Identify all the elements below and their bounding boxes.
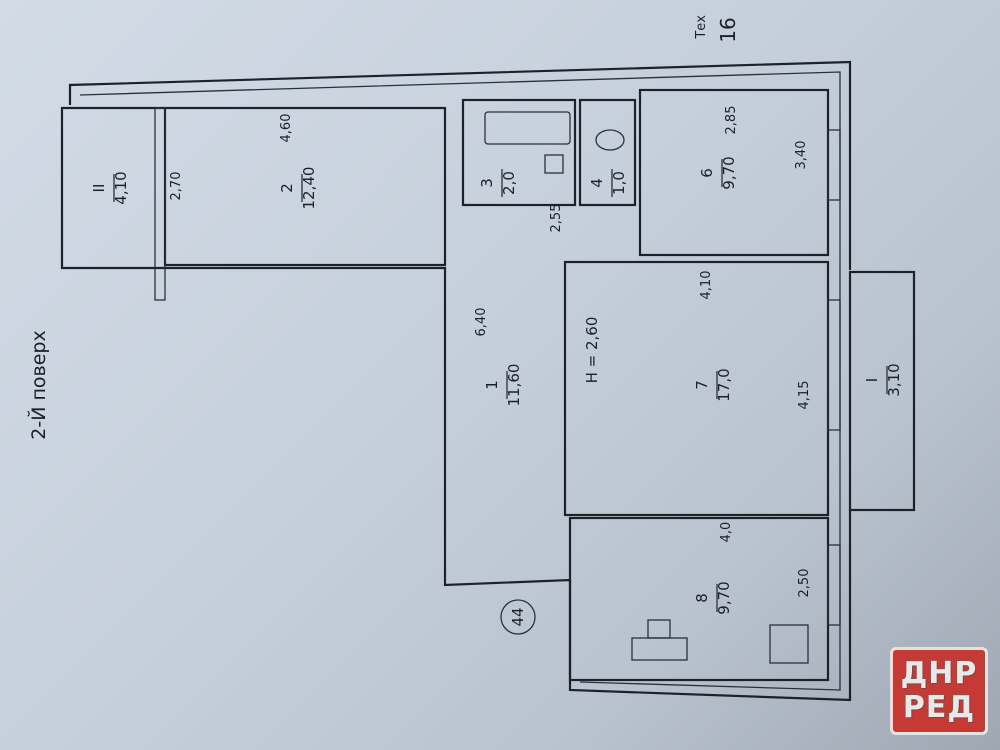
dimension-labels: 4,60 2,70 2,85 3,40 2,55 6,40 4,10 4,15 4,0 2,50	[169, 106, 812, 598]
corner-number: 16	[716, 17, 740, 42]
room-number: 4	[588, 178, 606, 188]
floor-title: 2-Й поверх	[27, 330, 50, 439]
room-area: 17,0	[715, 368, 733, 401]
window-room-2	[154, 107, 166, 301]
outer-wall	[60, 60, 852, 702]
room-4-outline	[578, 98, 637, 207]
room-number: I	[863, 378, 881, 382]
room-area: 12,40	[300, 167, 318, 210]
room-area: 1,0	[610, 171, 628, 195]
dimension-label: 4,15	[797, 381, 812, 410]
sink-icon-kitchen	[647, 619, 671, 639]
room-area: 2,0	[500, 171, 518, 195]
room-number: 1	[483, 380, 501, 390]
bathtub-icon	[484, 111, 571, 145]
apartment-number: 44	[509, 607, 527, 626]
room-area: 3,10	[885, 363, 903, 396]
dimension-label: 4,0	[719, 522, 734, 543]
room-number: 7	[693, 380, 711, 390]
dimension-label: 6,40	[474, 308, 489, 337]
window-room-8	[827, 544, 841, 626]
room-area: 9,70	[715, 581, 733, 614]
room-area: 4,10	[112, 171, 130, 204]
logo-text: ДНР	[900, 656, 978, 691]
corner-stamp: Тех	[694, 15, 709, 40]
dimension-label: 4,60	[279, 114, 294, 143]
dimension-label: 2,50	[797, 569, 812, 598]
room-labels: II 4,10 2 12,40 3 2,0 4 1,0 6 9,70 1 11,60 7 17,0 8 9,7…	[90, 156, 903, 614]
stove-icon	[769, 624, 809, 664]
dimension-label: 3,40	[794, 141, 809, 170]
room-area: 9,70	[720, 156, 738, 189]
sink-icon	[544, 154, 564, 174]
room-number: 2	[278, 183, 296, 193]
room-3-outline	[461, 98, 577, 207]
dimension-label: 2,85	[724, 106, 739, 135]
window-room-7	[827, 299, 841, 431]
toilet-icon	[595, 129, 625, 151]
room-area: 11,60	[505, 364, 523, 407]
room-number: II	[90, 184, 108, 193]
ceiling-height: Н = 2,60	[583, 317, 601, 384]
apartment-number-circle	[500, 599, 536, 635]
dimension-label: 4,10	[699, 271, 714, 300]
room-number: 3	[478, 178, 496, 188]
dimension-label: 2,70	[169, 172, 184, 201]
room-number: 6	[698, 168, 716, 178]
logo-text: РЕД	[902, 690, 976, 725]
dimension-label: 2,55	[549, 204, 564, 233]
room-number: 8	[693, 593, 711, 603]
window-room-6	[827, 129, 841, 201]
counter-icon	[631, 637, 688, 661]
balcony-1-outline	[848, 270, 916, 512]
